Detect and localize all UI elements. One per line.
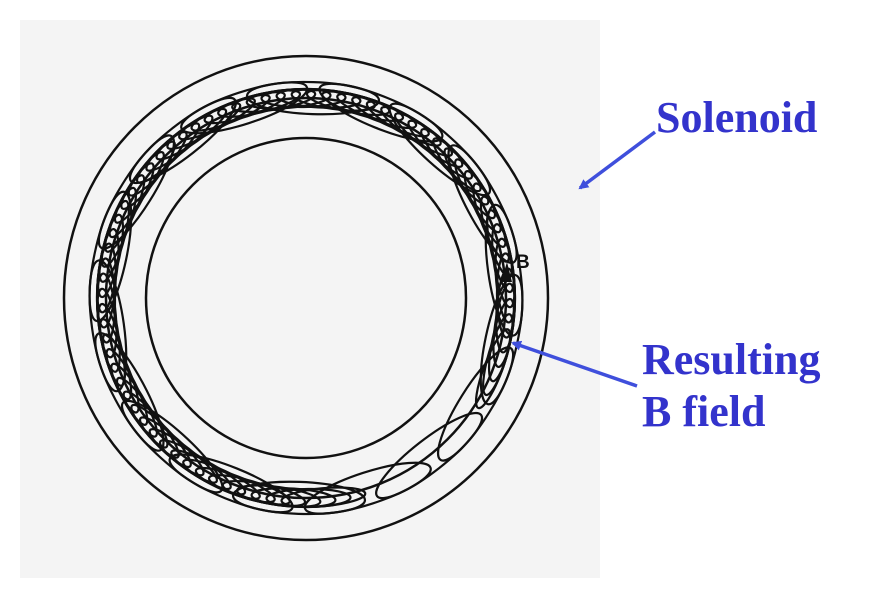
field-loops bbox=[88, 80, 524, 516]
solenoid-pointer-arrow bbox=[578, 130, 657, 190]
b-direction-arrowhead bbox=[501, 262, 512, 282]
solenoid-windings bbox=[95, 87, 517, 509]
field-loop bbox=[88, 259, 128, 393]
solenoid-label: Solenoid bbox=[656, 93, 818, 142]
toroid-rings bbox=[62, 54, 550, 542]
field-loop bbox=[231, 480, 367, 516]
annotation-arrows bbox=[501, 130, 657, 388]
field-loop bbox=[388, 102, 492, 197]
field-loop bbox=[303, 461, 432, 515]
field-loop bbox=[120, 399, 224, 494]
outer-ring bbox=[62, 54, 550, 542]
field-loop bbox=[436, 346, 515, 462]
inner-ring bbox=[144, 136, 468, 460]
field-loop bbox=[97, 134, 176, 250]
field-loop bbox=[88, 190, 133, 323]
field-loop bbox=[168, 453, 294, 514]
b-field-symbol: B bbox=[516, 252, 530, 273]
field-loop bbox=[318, 82, 444, 143]
field-loop bbox=[128, 96, 237, 185]
resulting-label-line2: B field bbox=[642, 387, 766, 436]
field-loop bbox=[375, 411, 484, 500]
resulting-b-field-label: Resulting B field bbox=[642, 334, 820, 438]
b-field-pointer-arrow bbox=[511, 340, 638, 388]
field-loop bbox=[180, 81, 309, 135]
middle-ring bbox=[104, 96, 508, 500]
field-loop bbox=[245, 80, 381, 116]
field-loop bbox=[447, 144, 518, 264]
resulting-label-line1: Resulting bbox=[642, 335, 821, 384]
field-loop bbox=[94, 332, 165, 452]
field-loop bbox=[484, 203, 524, 337]
